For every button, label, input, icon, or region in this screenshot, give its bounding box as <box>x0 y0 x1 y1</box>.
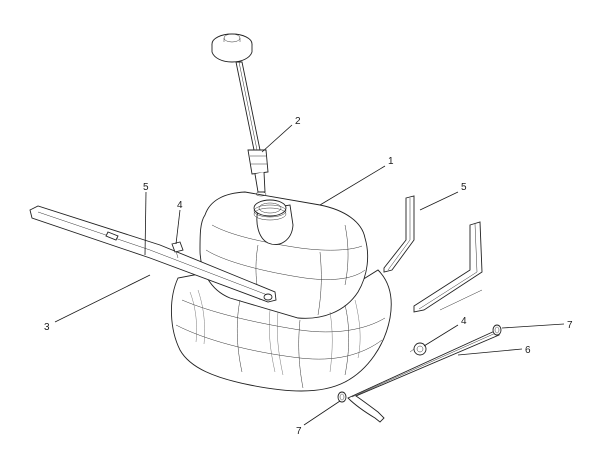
fuel-tank <box>170 191 392 392</box>
bolt-upper <box>171 241 184 259</box>
callout-5-right: 5 <box>461 182 467 193</box>
callout-3: 3 <box>44 322 50 333</box>
hose-clamp-left <box>337 391 347 403</box>
fuel-hose <box>347 329 500 423</box>
fuel-cap-gauge <box>211 33 269 197</box>
tank-strap <box>29 205 277 303</box>
leader-lines <box>54 124 565 426</box>
rubber-pads <box>383 195 483 313</box>
callout-5-left: 5 <box>143 182 149 193</box>
callout-7-left: 7 <box>296 426 302 437</box>
callout-4-upper: 4 <box>177 200 183 211</box>
callout-2: 2 <box>295 116 301 127</box>
callout-7-right: 7 <box>567 320 573 331</box>
callout-1: 1 <box>388 156 394 167</box>
callout-4-lower: 4 <box>461 316 467 327</box>
callout-6: 6 <box>525 345 531 356</box>
bolt-lower <box>409 342 427 356</box>
hose-clamp-right <box>492 324 502 336</box>
